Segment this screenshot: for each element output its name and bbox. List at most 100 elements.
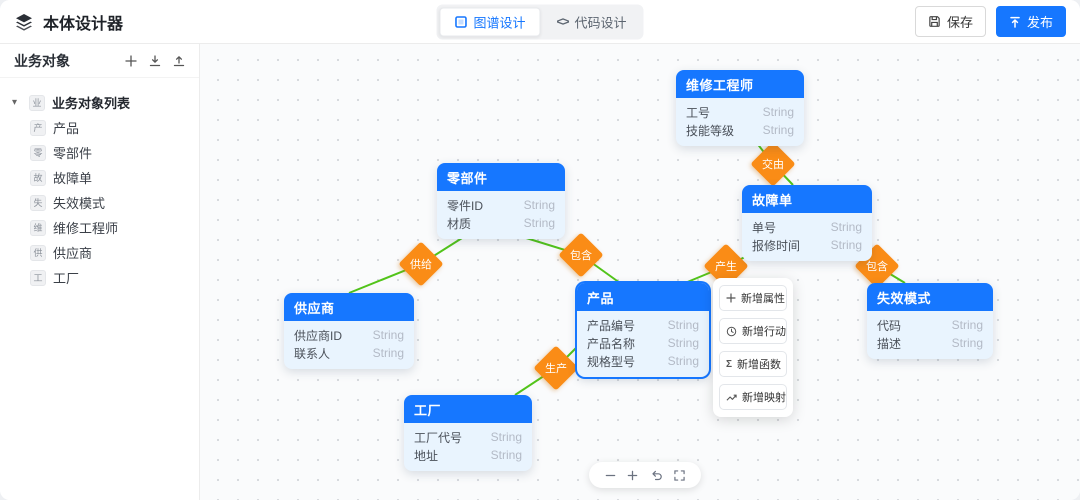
property-name: 联系人 [294,346,331,361]
property-name: 材质 [447,216,472,231]
relation-node-交由[interactable]: 交由 [750,141,796,187]
property-row: 工厂代号 String [414,428,522,446]
context-menu-item-新增行动[interactable]: 新增行动 [719,318,787,344]
property-row: 零件ID String [447,196,555,214]
relation-label: 生产 [545,363,567,375]
property-name: 工厂代号 [414,430,463,445]
undo-button[interactable] [650,469,663,481]
relation-node-包含[interactable]: 包含 [854,243,900,289]
property-type: String [372,328,404,342]
node-title: 供应商 [284,293,414,321]
sidebar-item-label: 故障单 [53,171,93,186]
sidebar-item-失效模式[interactable]: 失失效模式 [0,190,199,215]
edge-layer [348,137,906,396]
add-object-icon[interactable] [125,54,137,67]
tab-graph-design[interactable]: 图谱设计 [439,7,541,36]
object-badge: 供 [30,244,46,261]
node-title: 工厂 [404,395,532,423]
sidebar-item-零部件[interactable]: 零零部件 [0,140,199,165]
layers-icon [14,12,34,32]
context-menu-label: 新增映射 [742,392,786,404]
zoom-out-button[interactable] [605,470,616,481]
header-actions: 保存 发布 [914,6,1066,37]
sidebar-item-label: 业务对象列表 [52,96,131,111]
relation-node-产生[interactable]: 产生 [703,243,749,289]
code-icon: <> [556,14,569,29]
property-name: 报修时间 [752,238,801,253]
sidebar-business-objects: 业务对象 ▾ 业 业务对象列表 产产品零零部件故故障单失失效模式维维修工程师供供… [0,44,200,500]
property-name: 产品编号 [587,318,636,333]
property-type: String [951,336,983,350]
sidebar-item-故障单[interactable]: 故故障单 [0,165,199,190]
sidebar-item-维修工程师[interactable]: 维维修工程师 [0,215,199,240]
chevron-down-icon[interactable]: ▾ [12,97,18,108]
property-type: String [523,198,555,212]
property-name: 供应商ID [294,328,343,343]
relation-node-包含[interactable]: 包含 [558,232,604,278]
sidebar-item-label: 零部件 [53,146,93,161]
property-row: 产品编号 String [587,316,699,334]
sidebar-item-label: 工厂 [53,271,80,286]
app-logo: 本体设计器 [14,10,123,34]
property-type: String [490,430,522,444]
context-menu-item-新增映射[interactable]: 新增映射 [719,384,787,410]
relation-node-生产[interactable]: 生产 [533,345,579,391]
property-name: 地址 [414,448,439,463]
relation-label: 产生 [715,261,737,273]
publish-button[interactable]: 发布 [995,6,1066,37]
property-type: String [830,220,862,234]
import-icon[interactable] [149,54,161,67]
property-type: String [667,318,699,332]
sidebar-item-root[interactable]: ▾ 业 业务对象列表 [0,90,199,115]
context-menu-label: 新增属性 [741,293,785,305]
tab-label: 图谱设计 [473,15,526,30]
relation-node-供给[interactable]: 供给 [398,241,444,287]
export-icon[interactable] [173,55,185,67]
property-name: 描述 [877,336,902,351]
tab-code-design[interactable]: <> 代码设计 [542,7,640,36]
property-type: String [667,354,699,368]
fit-view-button[interactable] [674,469,685,481]
context-menu-item-新增属性[interactable]: 新增属性 [719,285,787,311]
sidebar-toolbar [125,54,185,67]
sidebar-item-供应商[interactable]: 供供应商 [0,240,199,265]
sidebar-item-产品[interactable]: 产产品 [0,115,199,140]
property-row: 供应商ID String [294,326,404,344]
property-name: 技能等级 [686,123,735,138]
sidebar-item-工厂[interactable]: 工工厂 [0,265,199,290]
diagram-icon [454,15,467,28]
object-badge: 零 [30,144,46,161]
canvas-zoom-toolbar [589,462,701,488]
save-button[interactable]: 保存 [914,6,986,37]
publish-icon [1009,16,1021,28]
sidebar-item-label: 失效模式 [53,196,106,211]
node-title: 零部件 [437,163,565,191]
zoom-in-button[interactable] [627,470,638,481]
sidebar-header: 业务对象 [0,44,199,78]
node-properties: 供应商ID String 联系人 String [284,321,414,369]
save-label: 保存 [946,15,973,30]
relation-label: 包含 [570,250,592,262]
property-type: String [762,105,794,119]
page-title: 本体设计器 [43,15,124,33]
property-name: 零件ID [447,198,484,213]
